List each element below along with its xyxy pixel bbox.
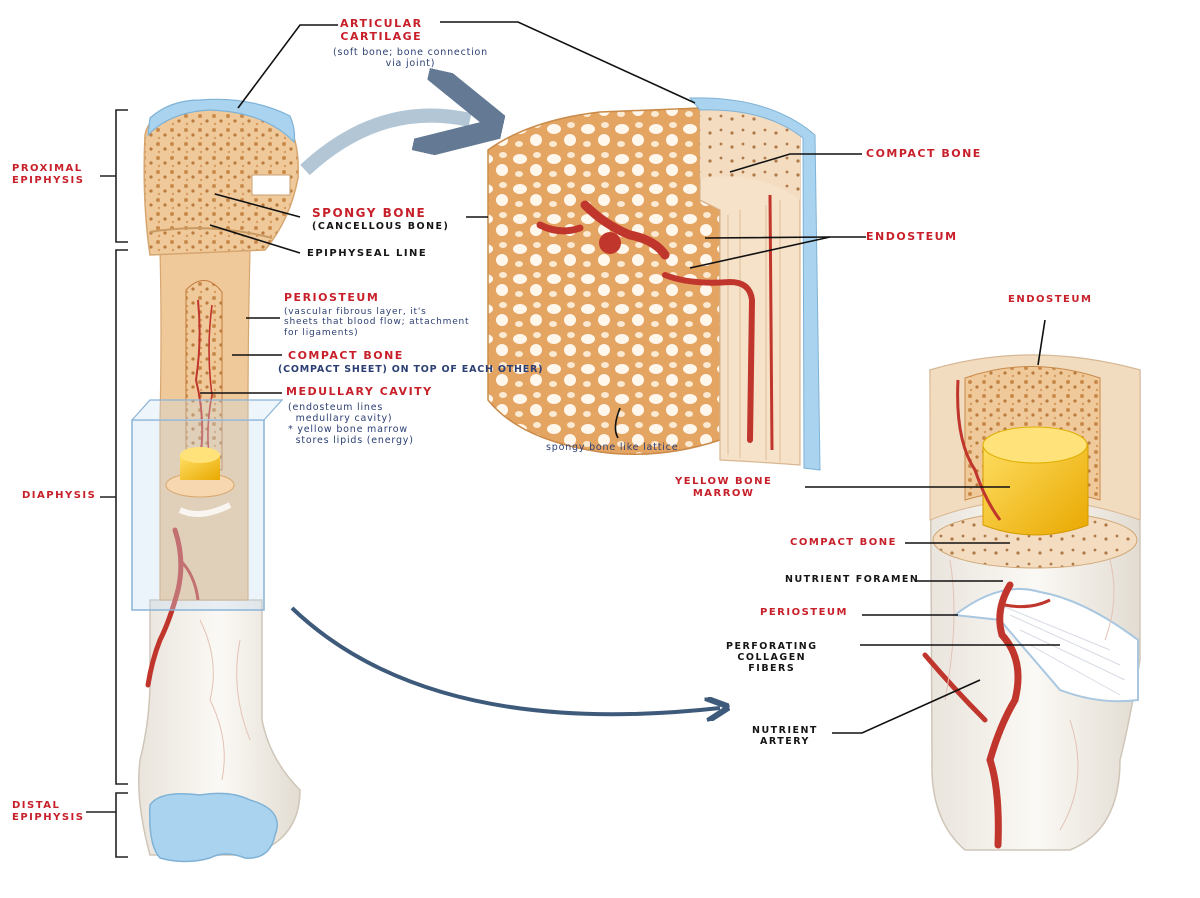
label-nutrient-foramen: NUTRIENT FORAMEN [785, 574, 920, 585]
label-nutrient-artery: NUTRIENT ARTERY [752, 725, 818, 747]
label-epiphyseal-line: EPIPHYSEAL LINE [307, 248, 428, 259]
label-diaphysis: DIAPHYSIS [22, 490, 97, 501]
shaft-section-figure [922, 354, 1141, 851]
medullary-cavity-strip [185, 280, 223, 471]
leader-epiphyseal [209, 224, 301, 254]
note-medullary-cavity: (endosteum lines medullary cavity) * yel… [288, 402, 414, 446]
lattice-block [487, 107, 721, 455]
leader-nutrient-artery [832, 679, 981, 734]
leader-compact-top [729, 153, 862, 173]
label-endosteum-mid: ENDOSTEUM [866, 230, 958, 243]
label-proximal-epiphysis: PROXIMAL EPIPHYSIS [12, 163, 85, 186]
label-periosteum-right: PERIOSTEUM [760, 607, 849, 618]
label-perforating-fibers: PERFORATING COLLAGEN FIBERS [726, 641, 818, 674]
leader-spongy [214, 193, 301, 218]
note-periosteum: (vascular fibrous layer, it's sheets tha… [284, 307, 470, 338]
label-articular-cartilage: ARTICULAR CARTILAGE [340, 17, 423, 43]
leader-lines [200, 21, 1060, 734]
leader-endosteum [689, 236, 866, 269]
long-bone-figure [131, 98, 301, 863]
leader-articular-right [440, 21, 696, 104]
spongy-bone-detail-figure [487, 97, 821, 471]
leader-spongy-lattice [614, 407, 621, 439]
leader-articular-left [237, 24, 338, 109]
label-periosteum: PERIOSTEUM [284, 291, 380, 304]
leader-endosteum-right [1037, 319, 1046, 366]
region-brackets [86, 109, 128, 858]
label-compact-bone-top: COMPACT BONE [866, 147, 982, 160]
arrow-to-detail-top [300, 116, 470, 176]
articular-cartilage-cap [147, 98, 296, 144]
label-yellow-bone-marrow: YELLOW BONE MARROW [675, 476, 773, 499]
label-endosteum-right: ENDOSTEUM [1008, 294, 1093, 305]
label-spongy-bone: SPONGY BONE [312, 206, 427, 220]
bracket-diaphysis [100, 249, 128, 785]
distal-cartilage [148, 792, 278, 863]
bracket-proximal-epiphysis [100, 109, 128, 243]
label-medullary-cavity: MEDULLARY CAVITY [286, 385, 433, 398]
epiphyseal-line-mark [149, 227, 273, 239]
note-compact-bone: (COMPACT SHEET) ON TOP OF EACH OTHER) [278, 364, 544, 375]
bracket-distal-epiphysis [86, 792, 128, 858]
periosteum-rim [688, 97, 821, 471]
label-compact-bone-right: COMPACT BONE [790, 537, 897, 548]
note-spongy-bone: (CANCELLOUS BONE) [312, 221, 450, 232]
note-spongy-lattice: spongy bone like lattice [546, 442, 679, 453]
note-articular-cartilage: (soft bone; bone connection via joint) [333, 47, 488, 69]
arrow-to-detail-bottom [290, 606, 720, 714]
label-compact-bone-left: COMPACT BONE [288, 349, 404, 362]
label-distal-epiphysis: DISTAL EPIPHYSIS [12, 800, 85, 823]
